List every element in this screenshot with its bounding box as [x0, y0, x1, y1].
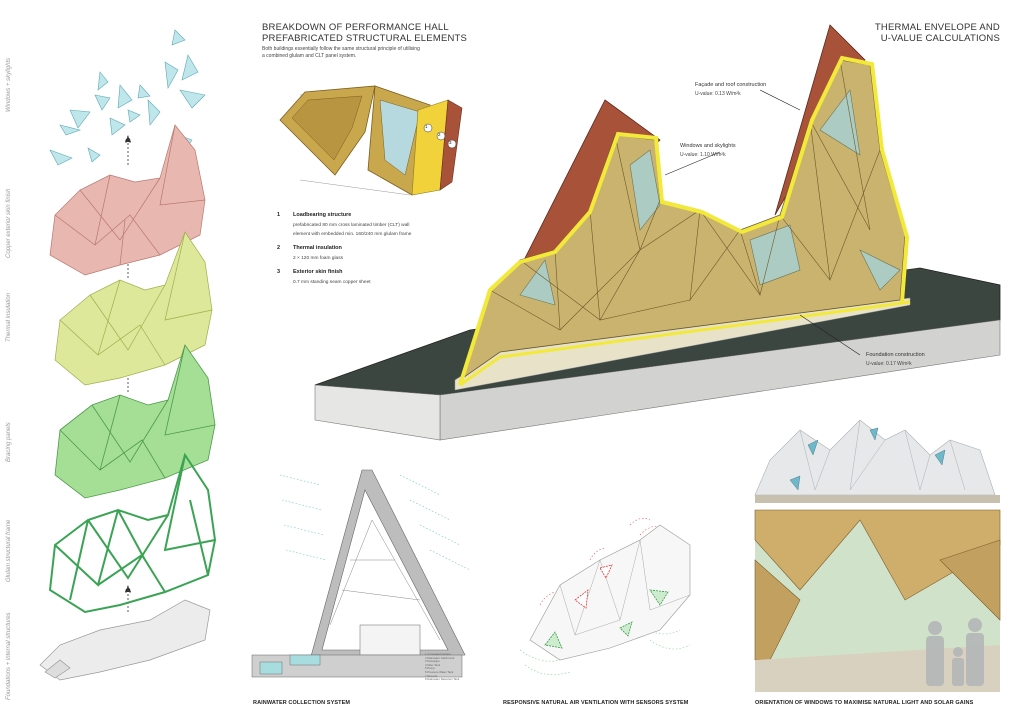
ventilation-diagram: [519, 518, 691, 676]
main-title: BREAKDOWN OF PERFORMANCE HALL PREFABRICA…: [262, 22, 467, 44]
step-3-number: 3: [277, 269, 281, 275]
detail-panels: [279, 85, 463, 196]
copper-layer: [49, 124, 206, 276]
intro-line1: Both buildings essentially follow the sa…: [262, 46, 420, 52]
detail-marker-2: 2: [438, 132, 441, 137]
detail-marker-1: 1: [425, 124, 428, 129]
callout-facade: Façade and roof construction U-value: 0.…: [695, 82, 766, 97]
thermal-title-line2: U-VALUE CALCULATIONS: [880, 33, 1000, 44]
legend-item: 7 Recycle: [425, 673, 438, 678]
legend-item: 5 Pump: [425, 666, 435, 671]
interior-render: [754, 509, 1001, 692]
exterior-render: [754, 418, 1000, 503]
callout-foundation-heading: Foundation construction: [866, 352, 925, 358]
legend-item: 4 Filter Tank: [425, 662, 441, 667]
callout-leaders: [664, 89, 861, 356]
legend-item: 3 Downpipe: [425, 659, 440, 664]
caption-ventilation: RESPONSIVE NATURAL AIR VENTILATION WITH …: [503, 700, 689, 706]
bracing-layer: [54, 344, 216, 499]
step-3-desc-line1: 0.7 mm standing seam copper sheet: [293, 280, 371, 285]
main-title-line1: BREAKDOWN OF PERFORMANCE HALL: [262, 22, 449, 33]
legend-item: 8 Rainwater Retention Tank: [425, 677, 460, 682]
callout-windows-heading: Windows and skylights: [680, 143, 736, 149]
thermal-title: THERMAL ENVELOPE AND U-VALUE CALCULATION…: [875, 22, 1000, 44]
intro-text: Both buildings essentially follow the sa…: [262, 46, 420, 60]
foundation-layer: [39, 599, 211, 681]
callout-windows: Windows and skylights U-value: 1.10 W/m²…: [680, 143, 736, 158]
callout-foundation-value: U-value: 0.17 W/m²k: [866, 361, 912, 367]
step-2-number: 2: [277, 245, 281, 251]
callout-foundation: Foundation construction U-value: 0.17 W/…: [866, 352, 925, 367]
glulam-layer: [48, 452, 217, 614]
step-1-desc-line2: element with embedded min. 160/240 mm gl…: [293, 232, 412, 237]
structure-steps: 1 Loadbearing structure prefabricated 80…: [277, 212, 477, 292]
callout-windows-value: U-value: 1.10 W/m²k: [680, 152, 726, 158]
legend-item: 2 Rainwater Catchment: [425, 655, 455, 660]
callout-facade-heading: Façade and roof construction: [695, 82, 767, 88]
step-1-desc-line1: prefabricated 80 mm cross laminated timb…: [293, 223, 410, 228]
rainwater-legend: 1 Concealed Gutters 2 Rainwater Catchmen…: [425, 652, 460, 682]
legend-item: 6 Pressure Water Tank: [425, 669, 454, 674]
intro-line2: a combined glulam and CLT panel system.: [262, 53, 357, 59]
main-title-line2: PREFABRICATED STRUCTURAL ELEMENTS: [262, 33, 468, 44]
rainwater-section: [251, 469, 471, 678]
caption-orientation: ORIENTATION OF WINDOWS TO MAXIMISE NATUR…: [755, 700, 974, 706]
step-1-number: 1: [277, 212, 281, 218]
caption-rainwater: RAINWATER COLLECTION SYSTEM: [253, 700, 351, 706]
detail-marker-3: 3: [449, 140, 452, 145]
callout-facade-value: U-value: 0.13 W/m²k: [695, 91, 741, 97]
insulation-layer: [54, 231, 213, 386]
step-2-title: Thermal insulation: [293, 245, 342, 251]
thermal-title-line1: THERMAL ENVELOPE AND: [874, 22, 1000, 33]
main-section-model: [314, 24, 1001, 441]
step-2-desc-line1: 2 × 120 mm foam glass: [293, 256, 343, 261]
step-1-title: Loadbearing structure: [293, 212, 352, 218]
legend-item: 1 Concealed Gutters: [425, 652, 451, 656]
step-3-title: Exterior skin finish: [293, 269, 343, 275]
